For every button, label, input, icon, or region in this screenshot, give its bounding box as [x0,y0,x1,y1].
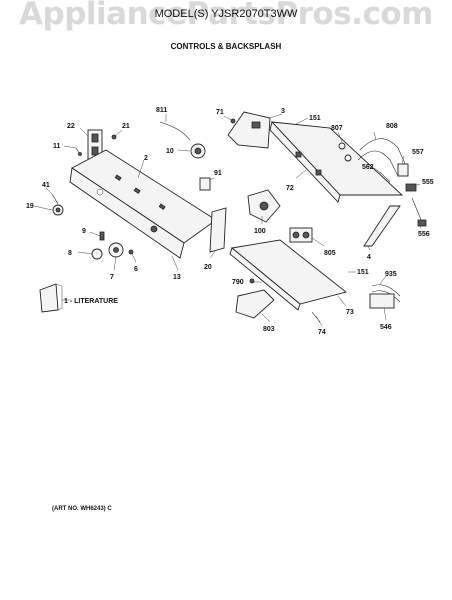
callout-label: 811 [156,107,167,114]
part-switch-91 [199,177,211,191]
callout-label: 546 [380,324,392,331]
part-rear-bracket-4 [363,205,401,247]
part-valve-557 [397,163,409,177]
callout-label: 19 [26,203,34,210]
part-harness-546 [369,293,395,309]
callout-label: 91 [214,170,222,177]
art-number: (ART NO. WH6243) C [52,506,112,512]
part-clip-9 [99,231,105,241]
callout-label: 9 [82,228,86,235]
callout-label: 6 [134,266,138,273]
part-clamps-807 [338,142,352,162]
callout-label: 100 [254,228,266,235]
part-sensor-555 [405,183,417,192]
callout-label: 72 [286,185,294,192]
callout-label: 21 [122,123,130,130]
section-title: CONTROLS & BACKSPLASH [170,42,282,51]
callout-label: 8 [68,250,72,257]
part-screw-790 [249,278,255,284]
callout-label: 556 [418,231,430,238]
callout-label: 557 [412,149,424,156]
callout-label: 803 [263,326,275,333]
callout-label: 73 [346,309,354,316]
part-screw-11 [75,147,82,156]
callout-label: 805 [324,250,336,257]
part-end-bracket-20 [209,207,227,253]
callout-label: 11 [53,143,61,150]
part-inlet-hoses-808 [357,138,409,177]
part-backsplash-72 [269,121,404,203]
part-knob-8 [91,248,103,260]
callout-label: 13 [173,274,181,281]
callout-label: 7 [110,274,114,281]
part-control-panel-2 [69,149,217,259]
callout-label: 10 [166,148,174,155]
part-screw-71 [230,118,236,124]
callout-label: 790 [232,279,244,286]
callout-label: 74 [318,329,326,336]
leader-lines [33,113,423,327]
literature-label: 1 - LITERATURE [64,298,118,305]
callout-label: 20 [204,264,212,271]
callout-label: 151 [357,269,369,276]
callout-label: 3 [281,108,285,115]
part-valve-805 [289,227,313,243]
callout-label: 71 [216,109,224,116]
part-harness-935 [371,284,401,303]
callout-label: 555 [422,179,434,186]
callout-label: 22 [67,123,75,130]
literature-booklet-icon [39,283,63,313]
part-556 [411,197,427,227]
model-title: MODEL(S) YJSR2070T3WW [154,8,298,20]
part-hose-811 [159,121,191,141]
part-switch-bracket-22 [87,129,103,161]
callout-label: 807 [331,125,343,132]
part-dial-7 [108,242,124,258]
part-pump-803 [235,289,275,319]
part-knob-41-19 [51,193,64,216]
callout-label: 808 [386,123,398,130]
callout-label: 151 [309,115,321,122]
callout-label: 41 [42,182,50,189]
callout-label: 935 [385,271,397,278]
callout-label: 562 [362,164,374,171]
callout-label: 2 [144,155,148,162]
part-end-cap-3 [227,111,271,149]
part-timer-10 [190,143,206,159]
part-switch-100 [247,189,281,223]
part-spring-6 [128,249,134,255]
watermark: AppliancePartsPros.com [19,0,433,32]
part-top-cover-73 [229,239,347,311]
callout-label: 4 [367,254,371,261]
